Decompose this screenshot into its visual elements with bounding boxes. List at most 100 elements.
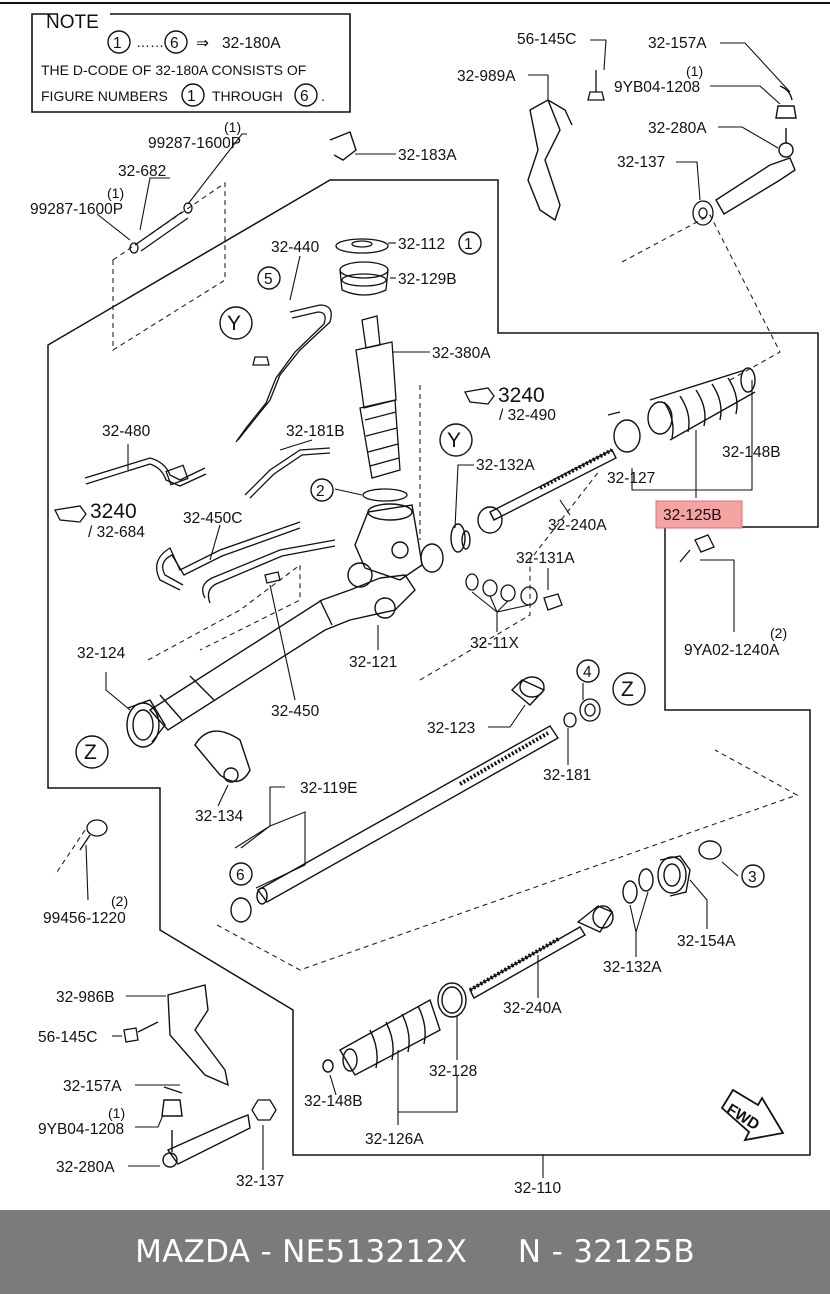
note-box: NOTE 1 …… 6 ⇒ 32-180A THE D-CODE OF 32-1… (31, 12, 351, 113)
label-32-123: 32-123 (427, 720, 475, 737)
label-Z-circ-left: Z (84, 741, 97, 764)
note-arrow: ⇒ (196, 35, 209, 52)
label-32-682: 32-682 (118, 163, 166, 180)
label-32-450: 32-450 (271, 703, 320, 720)
boot-32-125B (607, 367, 756, 453)
label-3240-top: 3240 (498, 384, 545, 407)
label-32-112: 32-112 (398, 236, 445, 253)
label-32-137-top: 32-137 (617, 154, 665, 171)
label-4-circ: 4 (583, 664, 592, 681)
oring-2 (362, 488, 408, 502)
bushing-32-123 (510, 676, 546, 706)
note-range-from: 1 (113, 35, 122, 52)
nut-32-137-top (692, 200, 714, 226)
label-32-183A: 32-183A (398, 147, 457, 164)
tie-rod-end-32-280A-top (715, 85, 797, 215)
seal-32-154A (622, 840, 722, 904)
label-32-128: 32-128 (429, 1063, 477, 1080)
note-target: 32-180A (222, 35, 281, 52)
label-99287-b-qty: (1) (107, 185, 124, 201)
assembly-outline (47, 179, 819, 1156)
tie-rod-32-240A-bottom (437, 905, 614, 1018)
bracket-32-989A (527, 99, 573, 222)
note-line3-num1: 1 (187, 88, 196, 105)
label-32-110: 32-110 (514, 1180, 561, 1197)
label-3240-left: 3240 (90, 500, 137, 523)
nut-32-137-bottom (251, 1099, 277, 1121)
label-9YA02: 9YA02-1240A (684, 642, 780, 659)
label-9YB04-top: 9YB04-1208 (614, 79, 700, 96)
rack-32-119E (230, 725, 560, 923)
label-32-684: / 32-684 (88, 524, 145, 541)
leader-lines (85, 39, 791, 1178)
pinion-32-380A (355, 315, 401, 479)
label-3-circ: 3 (748, 869, 757, 886)
hand-pointer-icon-top (464, 387, 495, 405)
pipe-32-181B (244, 447, 331, 499)
fwd-arrow-icon (720, 1088, 785, 1142)
diagram-svg: NOTE 1 …… 6 ⇒ 32-180A THE D-CODE OF 32-1… (0, 2, 830, 1197)
label-32-132A-bottom: 32-132A (603, 959, 662, 976)
label-9YA02-qty: (2) (770, 625, 787, 641)
label-32-490: / 32-490 (499, 407, 556, 424)
pipe-32-440 (235, 304, 332, 443)
label-32-157A-bottom: 32-157A (63, 1078, 122, 1095)
label-32-132A-top: 32-132A (476, 457, 535, 474)
label-32-124: 32-124 (77, 645, 126, 662)
label-99287-b: 99287-1600P (30, 201, 123, 218)
label-32-986B: 32-986B (56, 989, 115, 1006)
label-32-280A-bottom: 32-280A (56, 1159, 115, 1176)
label-2-circ: 2 (316, 483, 325, 500)
label-6-circ: 6 (236, 867, 245, 884)
label-56-145C-bottom: 56-145C (38, 1029, 97, 1046)
label-32-480: 32-480 (102, 423, 151, 440)
steering-gear-housing (148, 562, 416, 731)
label-32-181: 32-181 (543, 767, 591, 784)
label-32-131A: 32-131A (516, 550, 575, 567)
fwd-label: FWD (723, 1101, 762, 1134)
boot-32-126A (322, 998, 441, 1076)
label-32-126A: 32-126A (365, 1131, 424, 1148)
label-32-989A: 32-989A (457, 68, 516, 85)
label-99287-a: 99287-1600P (148, 135, 241, 152)
label-32-129B: 32-129B (398, 271, 457, 288)
label-32-148B-top: 32-148B (722, 444, 781, 461)
footer-bar: MAZDA - NE513212X N - 32125B (0, 1210, 830, 1294)
cover-32-129B (339, 261, 389, 296)
bracket-32-134 (194, 730, 251, 783)
label-99287-a-qty: (1) (224, 119, 241, 135)
label-32-137-bottom: 32-137 (236, 1173, 284, 1190)
label-32-240A-top: 32-240A (548, 517, 607, 534)
note-line3-b: THROUGH (212, 88, 283, 104)
note-line3-end: . (321, 88, 325, 104)
label-56-145C-top: 56-145C (517, 31, 576, 48)
pipe-32-450C (156, 521, 301, 591)
note-range-dots: …… (136, 34, 164, 50)
tie-rod-32-240A-top (450, 448, 617, 553)
label-Y-circ-left: Y (227, 312, 241, 335)
note-line2: THE D-CODE OF 32-180A CONSISTS OF (41, 62, 306, 78)
bracket-32-986B (167, 984, 229, 1087)
label-32-240A-bottom: 32-240A (503, 1000, 562, 1017)
label-32-154A: 32-154A (677, 933, 736, 950)
valve-housing (354, 503, 444, 581)
pipe-32-480 (84, 457, 207, 487)
labels: 56-145C 32-157A 32-989A (1) 9YB04-1208 3… (30, 31, 787, 1197)
label-32-280A-top: 32-280A (648, 120, 707, 137)
hand-pointer-icon-left (54, 505, 87, 523)
label-Z-circ-right: Z (621, 678, 634, 701)
label-9YB04-bottom: 9YB04-1208 (38, 1121, 124, 1138)
footer-caption: MAZDA - NE513212X N - 32125B (135, 1234, 695, 1270)
label-32-127: 32-127 (607, 470, 655, 487)
label-32-181B: 32-181B (286, 423, 345, 440)
label-32-148B-bottom: 32-148B (304, 1093, 363, 1110)
label-32-112-circ: 1 (464, 236, 473, 253)
note-title: NOTE (46, 12, 99, 33)
highlight-box (655, 500, 743, 529)
tie-rod-end-32-280A-bottom (161, 1086, 251, 1168)
label-5-circ: 5 (264, 271, 273, 288)
tube-32-124 (126, 699, 166, 748)
note-range-to: 6 (170, 35, 179, 52)
label-32-440: 32-440 (271, 239, 320, 256)
bolt-9YA02 (679, 534, 715, 563)
